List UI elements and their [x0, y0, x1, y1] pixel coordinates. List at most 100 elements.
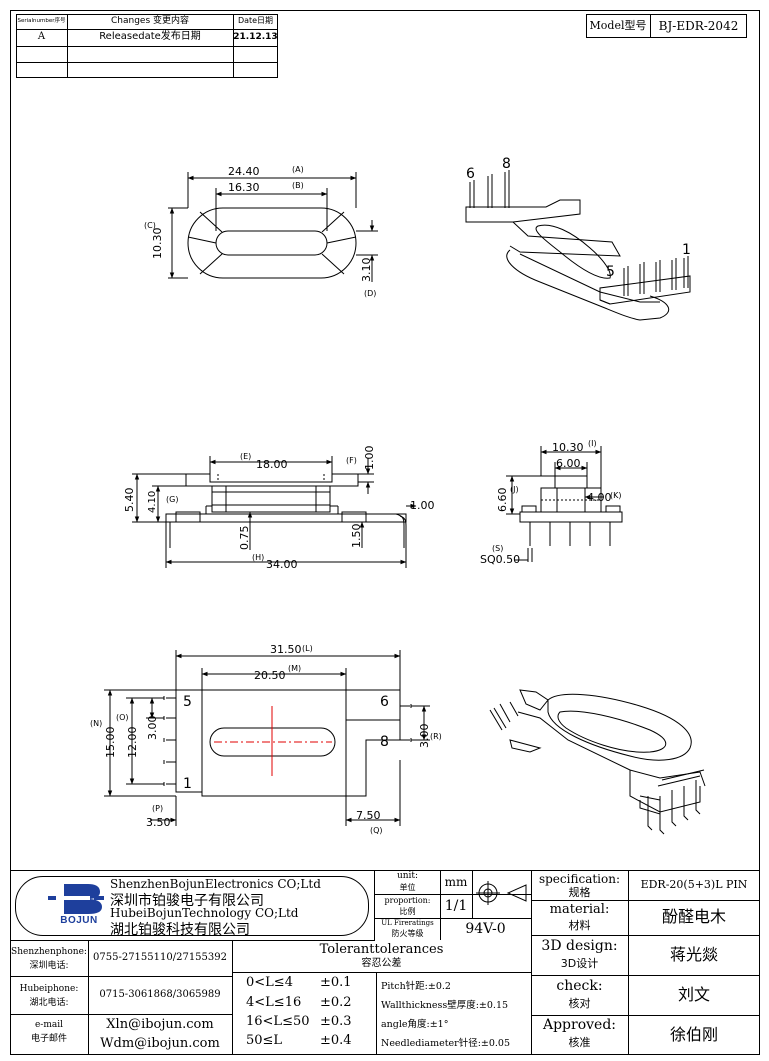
sz-phone-label-cn: 深圳电话:: [29, 960, 69, 971]
company-cn-2: 湖北铂骏科技有限公司: [110, 922, 250, 938]
dim-p: 3.50: [146, 816, 171, 829]
material-label-cn: 材料: [568, 918, 591, 932]
bojun-logo: BOJUN: [44, 882, 108, 930]
bottom-pin-5: 5: [183, 694, 192, 710]
bottom-view-centerlines: [214, 706, 332, 776]
top-view-outline: [168, 172, 378, 282]
tol-range-4: 50≤L: [246, 1033, 283, 1048]
dim-l: 31.50: [270, 643, 302, 656]
row-date: 21.12.13: [233, 31, 278, 42]
email-label-cn: 电子邮件: [30, 1033, 67, 1044]
dim-m-letter: (M): [288, 664, 301, 673]
bojun-logo-icon: [48, 884, 104, 914]
tol-range-2: 4<L≤16: [246, 995, 302, 1010]
col-header-serial: Serialnumber序号: [17, 17, 66, 24]
tol-title-en: Toleranttolerances: [319, 942, 444, 958]
tol-value-2: ±0.2: [320, 995, 352, 1010]
dim-f-letter: (F): [346, 456, 357, 465]
side-view: [506, 446, 623, 562]
email-1[interactable]: Xln@ibojun.com: [106, 1017, 214, 1033]
unit-label-cn: 单位: [399, 882, 416, 892]
tol-note-pitch: Pitch针距:±0.2: [381, 981, 451, 992]
dim-pin-pitch-left: 3.00: [146, 716, 159, 741]
dim-b: 16.30: [228, 181, 260, 194]
dim-p-letter: (P): [152, 804, 163, 813]
iso-pin-8: 8: [502, 156, 511, 172]
design-label-en: 3D design:: [541, 937, 618, 954]
hb-phone-label-en: Hubeiphone:: [19, 983, 79, 994]
iso-pin-1: 1: [682, 242, 691, 258]
approved-label-cn: 核准: [568, 1036, 591, 1050]
design-label-cn: 3D设计: [560, 957, 599, 971]
approved-value: 徐伯刚: [669, 1024, 718, 1044]
dim-s-letter: (S): [492, 544, 503, 553]
check-label-cn: 核对: [568, 997, 591, 1011]
bottom-pin-8: 8: [380, 734, 389, 750]
dim-q-letter: (Q): [370, 826, 383, 835]
bottom-pin-1: 1: [183, 776, 192, 792]
ul-label-en: UL Fireratings: [381, 919, 434, 928]
dim-side-height: 5.40: [123, 488, 136, 513]
dim-r-letter: (R): [430, 732, 442, 741]
model-label: Model型号: [589, 19, 647, 33]
row-serial: A: [37, 31, 46, 43]
unit-label-en: unit:: [396, 871, 419, 882]
ul-value: 94V-0: [465, 920, 506, 937]
company-en-2: HubeiBojunTechnology CO;Ltd: [110, 906, 299, 920]
dim-a: 24.40: [228, 165, 260, 178]
dim-n-letter: (N): [90, 719, 102, 728]
spec-label-cn: 规格: [568, 885, 591, 899]
dim-n: 15.00: [104, 727, 117, 759]
proportion-label-cn: 比例: [399, 906, 416, 916]
dim-r: 3.00: [418, 724, 431, 749]
dim-a-letter: (A): [292, 165, 304, 174]
approved-label-en: Approved:: [542, 1016, 617, 1033]
dim-g: 4.10: [147, 491, 158, 513]
tol-range-1: 0<L≤4: [246, 975, 293, 990]
row-changes: Releasedate发布日期: [99, 31, 201, 43]
email-2[interactable]: Wdm@ibojun.com: [100, 1036, 220, 1052]
dim-k: 4.00: [587, 491, 612, 504]
dim-i-letter: (I): [588, 439, 597, 448]
tol-value-4: ±0.4: [320, 1033, 352, 1048]
hb-phone-value: 0715-3061868/3065989: [99, 988, 221, 1000]
proportion-value: 1/1: [444, 897, 468, 914]
dim-s: SQ0.50: [480, 553, 520, 566]
company-en-1: ShenzhenBojunElectronics CO;Ltd: [110, 877, 321, 891]
material-value: 酚醛电木: [661, 907, 726, 927]
dim-h: 34.00: [266, 558, 298, 571]
dim-d-letter: (D): [364, 289, 376, 298]
tol-note-needle: Needlediameter针径:±0.05: [381, 1038, 511, 1049]
tol-value-3: ±0.3: [320, 1014, 352, 1029]
dim-l-letter: (L): [302, 644, 313, 653]
check-label-en: check:: [556, 977, 603, 994]
material-label-en: material:: [549, 902, 610, 918]
dim-flange: 1.50: [350, 524, 363, 549]
col-header-changes: Changes 变更内容: [110, 15, 189, 26]
tol-note-angle: angle角度:±1°: [381, 1019, 449, 1030]
tol-title-cn: 容忍公差: [361, 957, 402, 969]
ul-label-cn: 防火等级: [391, 928, 424, 938]
dim-m: 20.50: [254, 669, 286, 682]
dim-j: 6.60: [496, 488, 509, 513]
iso-view-1: [465, 170, 691, 321]
projection-symbol-icon: [476, 881, 527, 905]
spec-label-en: specification:: [538, 871, 621, 886]
col-header-date: Date日期: [237, 16, 274, 26]
bottom-pin-6: 6: [380, 694, 389, 710]
dim-o-letter: (O): [116, 713, 129, 722]
dim-h-letter: (H): [252, 553, 264, 562]
dim-k-letter: (K): [610, 491, 622, 500]
dim-j-letter: (J): [510, 485, 519, 494]
design-value: 蒋光燚: [669, 944, 718, 964]
dim-thickness-1: 1.00: [410, 499, 435, 512]
email-label-en: e-mail: [34, 1019, 64, 1030]
dim-o: 12.00: [126, 727, 139, 759]
unit-value: mm: [444, 874, 468, 889]
dim-e: 18.00: [256, 458, 288, 471]
dim-c: 10.30: [151, 228, 164, 260]
dim-c-letter: (C): [144, 221, 156, 230]
tol-value-1: ±0.1: [320, 975, 352, 990]
sz-phone-value: 0755-27155110/27155392: [93, 951, 227, 963]
